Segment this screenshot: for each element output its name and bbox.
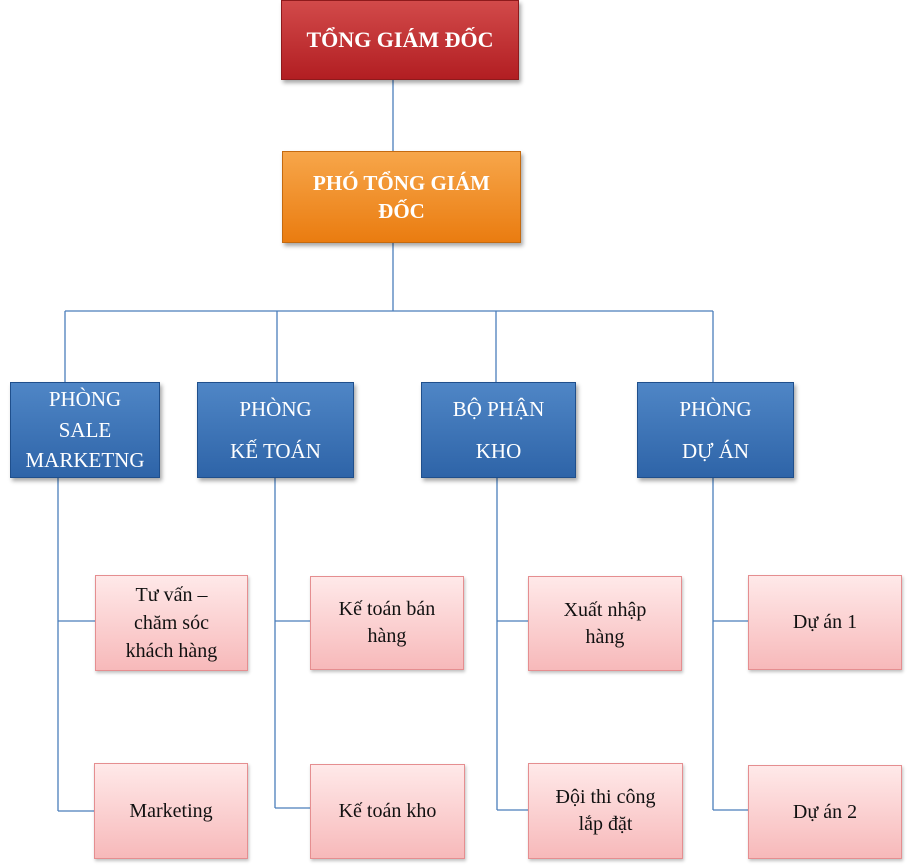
subunit-label-line: chăm sóc	[134, 612, 209, 634]
subunit-sales-accounting: Kế toán bán hàng	[310, 576, 464, 670]
subunit-label-line: Dự án 2	[792, 800, 858, 823]
department-label-line: PHÒNG	[679, 396, 752, 421]
department-projects: PHÒNG DỰ ÁN	[637, 382, 794, 478]
department-label-line: KHO	[475, 439, 522, 463]
subunit-label-line: Marketing	[129, 799, 213, 822]
subunit-customer-care: Tư vấn – chăm sóc khách hàng	[95, 575, 248, 671]
subunit-label-line: Kế toán kho	[338, 800, 437, 822]
subunit-project-2: Dự án 2	[748, 765, 902, 859]
subunit-label-line: Tư vấn –	[135, 584, 208, 606]
subunit-label-line: Kế toán bán	[338, 598, 436, 620]
deputy-ceo-box: PHÓ TỔNG GIÁM ĐỐC	[282, 151, 521, 243]
department-label-line: KẾ TOÁN	[230, 439, 321, 463]
deputy-title-line-1: PHÓ TỔNG GIÁM	[313, 170, 490, 195]
subunit-label-line: hàng	[367, 625, 407, 647]
department-label-line: BỘ PHẬN	[452, 396, 545, 421]
department-label-line: DỰ ÁN	[681, 439, 750, 463]
subunit-warehouse-accounting: Kế toán kho	[310, 764, 465, 859]
subunit-label-line: Dự án 1	[792, 611, 858, 633]
department-warehouse: BỘ PHẬN KHO	[421, 382, 576, 478]
department-label-line: SALE	[58, 417, 112, 442]
department-label-line: PHÒNG	[48, 387, 122, 412]
department-accounting: PHÒNG KẾ TOÁN	[197, 382, 354, 478]
department-label-line: PHÒNG	[239, 396, 312, 421]
subunit-marketing: Marketing	[94, 763, 248, 859]
subunit-label-line: hàng	[585, 625, 625, 648]
subunit-label-line: Xuất nhập	[563, 598, 647, 621]
ceo-title: TỔNG GIÁM ĐỐC	[306, 27, 494, 53]
ceo-box: TỔNG GIÁM ĐỐC	[281, 0, 519, 80]
subunit-project-1: Dự án 1	[748, 575, 902, 670]
subunit-label-line: lắp đặt	[578, 813, 633, 835]
deputy-title-line-2: ĐỐC	[378, 199, 425, 223]
subunit-label-line: khách hàng	[125, 640, 218, 662]
subunit-installation-team: Đội thi công lắp đặt	[528, 763, 683, 859]
subunit-goods-import-export: Xuất nhập hàng	[528, 576, 682, 671]
department-sale-marketing: PHÒNG SALE MARKETNG	[10, 382, 160, 478]
department-label-line: MARKETNG	[25, 448, 145, 473]
subunit-label-line: Đội thi công	[555, 786, 656, 808]
